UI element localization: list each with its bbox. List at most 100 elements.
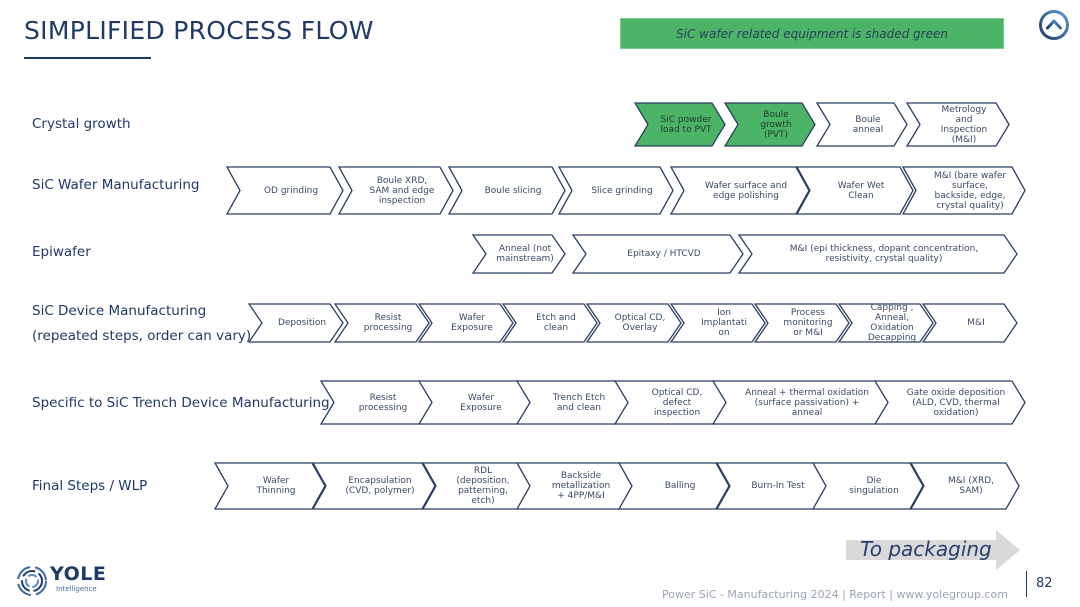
- process-step-label: Trench Etch and clean: [552, 392, 606, 413]
- process-step-label: Optical CD, defect inspection: [651, 387, 703, 418]
- process-step-label: M&I (bare wafer surface, backside, edge,…: [933, 170, 1007, 211]
- chevron-shape: [815, 102, 908, 147]
- legend-note-text: SiC wafer related equipment is shaded gr…: [676, 26, 948, 41]
- row-label-crystal-growth: Crystal growth: [32, 116, 131, 132]
- process-step: Ion Implantati on: [669, 303, 766, 343]
- chevron-shape: [909, 462, 1020, 510]
- process-step: Slice grinding: [557, 166, 674, 215]
- process-step: M&I (epi thickness, dopant concentration…: [737, 234, 1018, 274]
- chevron-shape: [905, 102, 1010, 147]
- process-step-label: Backside metallization + 4PP/M&I: [551, 471, 611, 501]
- yole-logo: YOLE Intelligence: [16, 563, 116, 599]
- to-packaging-arrow: To packaging: [846, 530, 1020, 570]
- process-step-label: M&I (XRD, SAM): [947, 476, 995, 496]
- process-step-label: Wafer Thinning: [256, 476, 296, 496]
- process-step-label: Burn-In Test: [751, 481, 805, 491]
- chevron-shape: [501, 303, 598, 343]
- to-packaging-label: To packaging: [860, 537, 992, 561]
- process-step: Boule slicing: [447, 166, 566, 215]
- right-arrow-icon: [846, 530, 1020, 570]
- chevron-shape: [337, 166, 454, 215]
- row-label-device-manufacturing-note: (repeated steps, order can vary): [32, 328, 252, 344]
- logo-main-text: YOLE: [50, 563, 107, 585]
- process-step-label: Optical CD, Overlay: [614, 313, 666, 333]
- chevron-shape: [225, 166, 344, 215]
- process-step-label: M&I: [967, 318, 985, 328]
- legend-note: SiC wafer related equipment is shaded gr…: [620, 18, 1004, 49]
- process-step-label: Wafer Exposure: [451, 313, 493, 333]
- process-step-label: Epitaxy / HTCVD: [627, 249, 701, 259]
- chevron-shape: [417, 303, 514, 343]
- chevron-shape: [585, 303, 682, 343]
- process-step-label: Resist processing: [358, 392, 408, 413]
- process-step: Epitaxy / HTCVD: [571, 234, 744, 274]
- process-step-label: Balling: [664, 481, 696, 491]
- process-step: Metrology and Inspection (M&I): [905, 102, 1010, 147]
- process-step: Gate oxide deposition (ALD, CVD, thermal…: [873, 380, 1026, 425]
- process-step-label: Ion Implantati on: [701, 308, 747, 338]
- page-number: 82: [1036, 576, 1053, 591]
- chevron-shape: [737, 234, 1018, 274]
- chevron-shape: [471, 234, 566, 274]
- process-step-label: Boule slicing: [484, 185, 542, 196]
- process-step: Wafer surface and edge polishing: [669, 166, 810, 215]
- process-step: Resist processing: [319, 380, 434, 425]
- process-step: Process monitoring or M&I: [753, 303, 850, 343]
- footer-text: Power SiC - Manufacturing 2024 | Report …: [662, 588, 1008, 601]
- back-to-top-button[interactable]: [1038, 9, 1070, 41]
- process-step: Wafer Wet Clean: [795, 166, 914, 215]
- chevron-shape: [723, 102, 816, 147]
- process-step: Boule anneal: [815, 102, 908, 147]
- process-step: OD grinding: [225, 166, 344, 215]
- process-step: Capping , Anneal, Oxidation Decapping: [837, 303, 934, 343]
- process-step: Backside metallization + 4PP/M&I: [515, 462, 634, 510]
- chevron-shape: [873, 380, 1026, 425]
- process-step-label: SiC powder load to PVT: [660, 114, 712, 135]
- process-step: Anneal + thermal oxidation (surface pass…: [711, 380, 890, 425]
- row-label-final-steps: Final Steps / WLP: [32, 478, 148, 494]
- process-step: Boule growth (PVT): [723, 102, 816, 147]
- process-step-label: Boule XRD, SAM and edge inspection: [369, 175, 435, 206]
- row-label-device-manufacturing: SiC Device Manufacturing: [32, 303, 207, 319]
- process-step-label: Capping , Anneal, Oxidation Decapping: [867, 303, 917, 343]
- process-step: SiC powder load to PVT: [633, 102, 726, 147]
- process-step: Boule XRD, SAM and edge inspection: [337, 166, 454, 215]
- chevron-shape: [921, 303, 1018, 343]
- row-label-trench-device: Specific to SiC Trench Device Manufactur…: [32, 395, 330, 411]
- process-step-label: Etch and clean: [536, 313, 576, 333]
- process-step-label: Metrology and Inspection (M&I): [940, 104, 988, 145]
- process-step: Resist processing: [333, 303, 430, 343]
- chevron-shape: [213, 462, 326, 510]
- process-step: Etch and clean: [501, 303, 598, 343]
- chevron-shape: [617, 462, 730, 510]
- process-step: RDL (deposition, patterning, etch): [421, 462, 532, 510]
- chevron-shape: [557, 166, 674, 215]
- process-step: Deposition: [247, 303, 344, 343]
- chevron-shape: [447, 166, 566, 215]
- process-step: M&I (bare wafer surface, backside, edge,…: [901, 166, 1026, 215]
- chevron-up-circle-icon: [1039, 10, 1069, 40]
- process-step-label: Wafer surface and edge polishing: [704, 180, 788, 201]
- process-step-label: Wafer Exposure: [460, 392, 502, 413]
- footer-divider: [1026, 571, 1027, 597]
- chevron-shape: [795, 166, 914, 215]
- chevron-shape: [311, 462, 436, 510]
- process-step-label: M&I (epi thickness, dopant concentration…: [789, 244, 979, 264]
- process-step: Balling: [617, 462, 730, 510]
- process-step: Optical CD, defect inspection: [613, 380, 728, 425]
- chevron-shape: [333, 303, 430, 343]
- yole-logo-icon: [17, 566, 47, 596]
- process-step-label: Wafer Wet Clean: [837, 180, 885, 201]
- process-step: Trench Etch and clean: [515, 380, 630, 425]
- chevron-shape: [633, 102, 726, 147]
- process-step: Encapsulation (CVD, polymer): [311, 462, 436, 510]
- chevron-shape: [811, 462, 924, 510]
- process-step: Anneal (not mainstream): [471, 234, 566, 274]
- process-step-label: Anneal + thermal oxidation (surface pass…: [745, 387, 869, 418]
- logo-sub-text: Intelligence: [56, 585, 97, 593]
- row-label-wafer-manufacturing: SiC Wafer Manufacturing: [32, 177, 200, 193]
- process-step-label: Anneal (not mainstream): [496, 244, 554, 264]
- process-step: Optical CD, Overlay: [585, 303, 682, 343]
- process-step: M&I (XRD, SAM): [909, 462, 1020, 510]
- process-step-label: Die singulation: [849, 476, 899, 496]
